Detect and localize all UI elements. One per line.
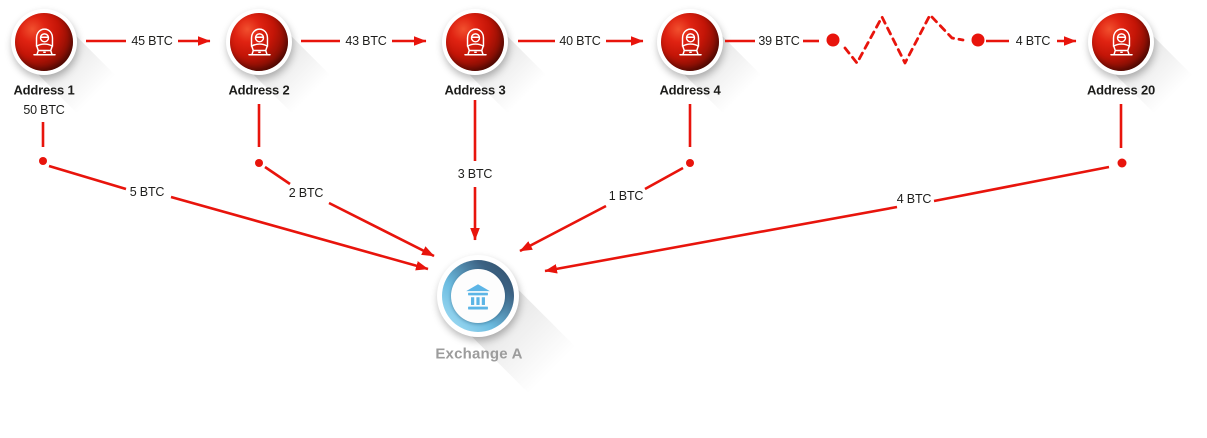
address-node-2 <box>226 9 346 129</box>
branch-dot-1 <box>39 157 47 165</box>
exchange-label: Exchange A <box>435 345 523 363</box>
deposit-amount-4: 1 BTC <box>608 189 644 203</box>
chain-amount-3: 40 BTC <box>559 34 601 48</box>
hacker-icon <box>1109 27 1133 55</box>
transfer-dot-left <box>826 33 840 47</box>
hacker-icon <box>463 27 487 55</box>
bank-icon <box>466 284 490 310</box>
address-node-20 <box>1088 9 1207 129</box>
deposit-flow-lines <box>39 100 1127 274</box>
transfer-dot-right <box>971 33 985 47</box>
hacker-icon <box>32 27 56 55</box>
zigzag-hidden-addresses <box>826 13 985 65</box>
node-face <box>1092 13 1150 71</box>
node-face <box>446 13 504 71</box>
address-4-label: Address 4 <box>659 82 721 98</box>
node-face <box>661 13 719 71</box>
chain-amount-4: 39 BTC <box>758 34 800 48</box>
deposit-amount-2: 2 BTC <box>288 186 324 200</box>
branch-dot-2 <box>255 159 263 167</box>
chain-amount-5: 4 BTC <box>1015 34 1051 48</box>
exchange-node <box>437 255 597 415</box>
hacker-icon <box>247 27 271 55</box>
chain-amount-1: 45 BTC <box>131 34 173 48</box>
address-2-label: Address 2 <box>228 82 290 98</box>
address-node-4 <box>657 9 777 129</box>
node-face <box>15 13 73 71</box>
address-1-label: Address 1 <box>13 82 75 98</box>
branch-dot-20 <box>1117 158 1127 168</box>
node-face <box>451 269 505 323</box>
deposit-amount-3: 3 BTC <box>457 167 493 181</box>
branch-dot-4 <box>686 159 694 167</box>
address-1-balance: 50 BTC <box>23 103 65 117</box>
address-3-label: Address 3 <box>444 82 506 98</box>
address-node-1 <box>11 9 131 129</box>
hacker-icon <box>678 27 702 55</box>
address-node-3 <box>442 9 562 129</box>
node-face <box>230 13 288 71</box>
deposit-amount-5: 4 BTC <box>896 192 932 206</box>
deposit-amount-1: 5 BTC <box>129 185 165 199</box>
chain-amount-2: 43 BTC <box>345 34 387 48</box>
address-20-label: Address 20 <box>1086 82 1156 98</box>
